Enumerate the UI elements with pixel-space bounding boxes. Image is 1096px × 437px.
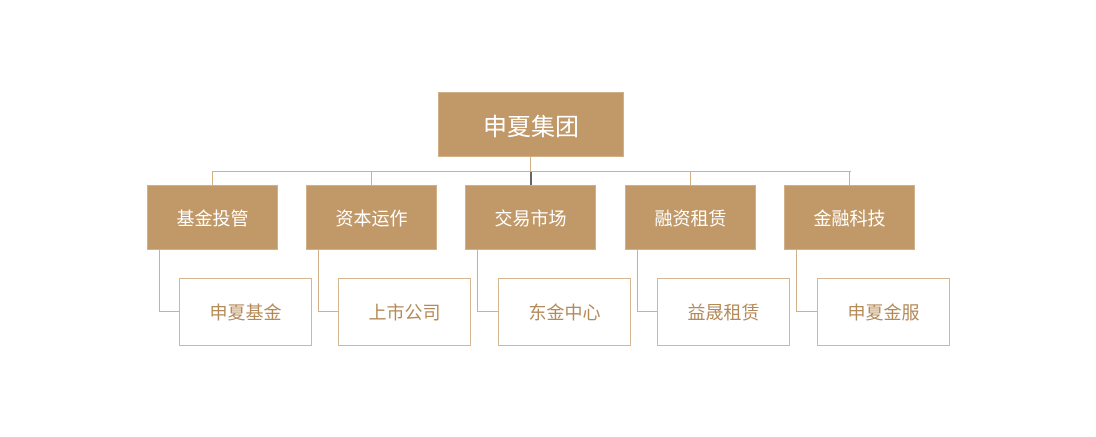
branch-node: 金融科技 [784, 185, 915, 250]
child-node: 上市公司 [338, 278, 471, 346]
child-node: 东金中心 [498, 278, 631, 346]
branch-node: 融资租赁 [625, 185, 756, 250]
child-node: 益晟租赁 [657, 278, 790, 346]
connector-line [477, 311, 498, 312]
connector-line [796, 250, 797, 312]
connector-line [159, 250, 160, 312]
connector-line [318, 311, 338, 312]
child-node: 申夏基金 [179, 278, 312, 346]
connector-line [212, 171, 851, 172]
connector-line [318, 250, 319, 312]
connector-line [371, 171, 372, 185]
connector-line [690, 171, 691, 185]
connector-line [637, 250, 638, 312]
connector-line [796, 311, 817, 312]
connector-line [849, 171, 850, 185]
connector-line [530, 157, 531, 171]
connector-line [477, 250, 478, 312]
branch-node: 基金投管 [147, 185, 278, 250]
root-node: 申夏集团 [438, 92, 624, 157]
child-node: 申夏金服 [817, 278, 950, 346]
branch-node: 交易市场 [465, 185, 596, 250]
branch-node: 资本运作 [306, 185, 437, 250]
connector-line [637, 311, 657, 312]
connector-line [212, 171, 213, 185]
connector-line [530, 171, 532, 185]
connector-line [159, 311, 179, 312]
